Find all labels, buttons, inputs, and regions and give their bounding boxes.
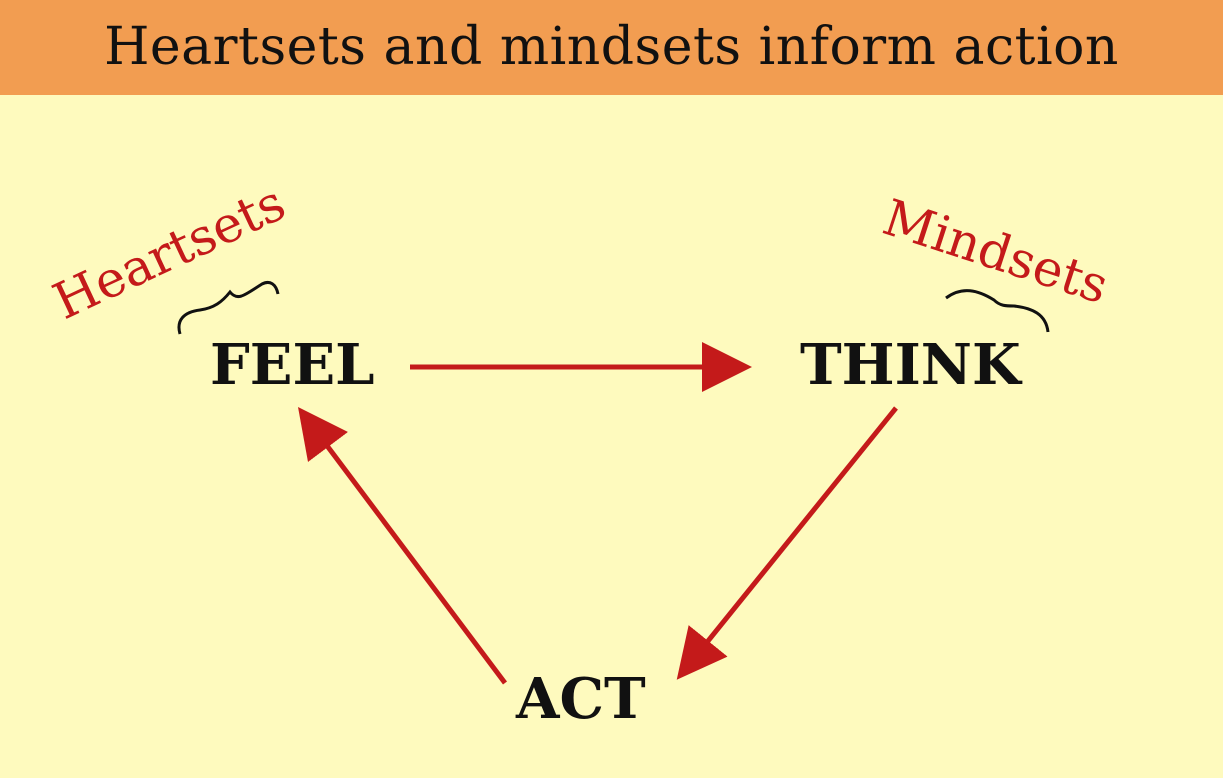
title-banner: Heartsets and mindsets inform action — [0, 0, 1223, 95]
page-title: Heartsets and mindsets inform action — [104, 17, 1119, 77]
node-feel: FEEL — [210, 332, 375, 398]
arrow-act-to-feel — [298, 407, 507, 685]
node-act: ACT — [515, 666, 646, 732]
arrow-think-to-act — [676, 406, 898, 680]
mindsets-label: Mindsets — [876, 188, 1115, 315]
heartsets-brace — [177, 280, 280, 335]
mindsets-brace — [945, 289, 1050, 333]
heartsets-label: Heartsets — [45, 174, 294, 331]
node-think: THINK — [800, 332, 1023, 398]
